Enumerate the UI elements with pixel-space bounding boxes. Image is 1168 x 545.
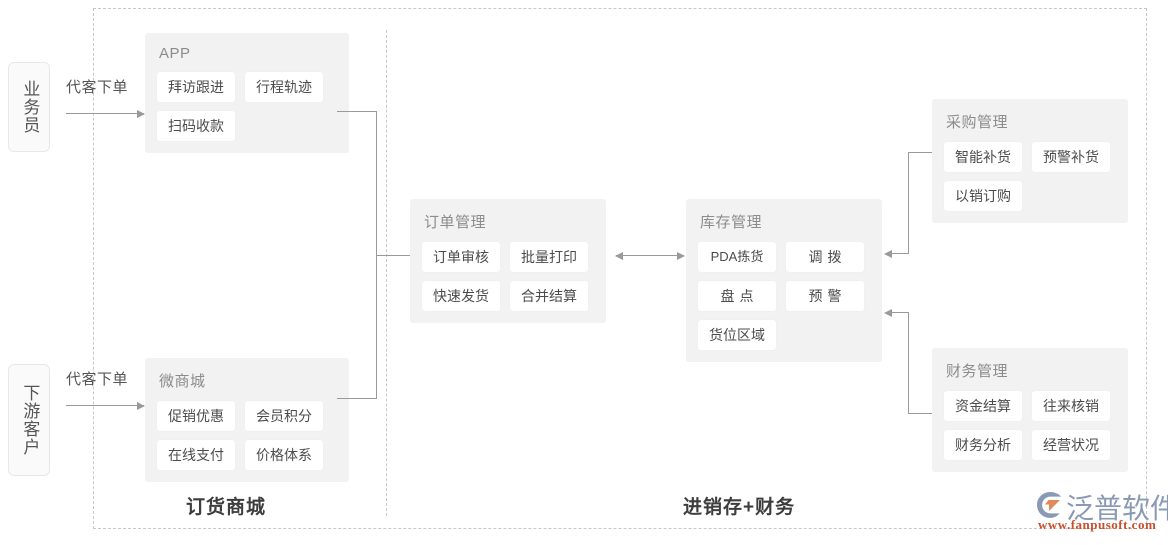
chip-smart-replenish[interactable]: 智能补货 [944, 142, 1022, 172]
panel-app: APP 拜访跟进 行程轨迹 扫码收款 [145, 33, 349, 153]
panel-purchase-chips: 智能补货 预警补货 以销订购 [944, 142, 1116, 211]
connector-finance-seg-top [888, 312, 909, 313]
panel-app-chips: 拜访跟进 行程轨迹 扫码收款 [157, 72, 337, 141]
chip-alert[interactable]: 预警 [786, 281, 864, 311]
fanpu-logo-mark-icon [1037, 492, 1061, 518]
chip-financial-analysis[interactable]: 财务分析 [944, 430, 1022, 460]
flow-label-salesman-order: 代客下单 [66, 79, 129, 96]
connector-purchase-seg-bottom [888, 253, 909, 254]
panel-inventory-chips: PDA拣货 调拨 盘点 预警 货位区域 [698, 242, 870, 350]
fanpu-logo: 泛普软件 www.fanpusoft.com [1036, 489, 1168, 539]
panel-mall: 微商城 促销优惠 会员积分 在线支付 价格体系 [145, 358, 349, 482]
connector-seg-vertical [376, 111, 377, 398]
chip-member-points[interactable]: 会员积分 [245, 401, 323, 431]
chip-visit-followup[interactable]: 拜访跟进 [157, 72, 235, 102]
outer-dashed-frame [93, 8, 1147, 529]
chip-order-review[interactable]: 订单审核 [422, 242, 500, 272]
chip-business-status[interactable]: 经营状况 [1032, 430, 1110, 460]
caption-erp-finance: 进销存+财务 [683, 497, 796, 518]
chip-transfer[interactable]: 调拨 [786, 242, 864, 272]
chip-receivable-writeoff[interactable]: 往来核销 [1032, 391, 1110, 421]
chip-promotion[interactable]: 促销优惠 [157, 401, 235, 431]
connector-purchase-seg-vertical [908, 152, 909, 253]
chip-merge-settlement[interactable]: 合并结算 [510, 281, 588, 311]
connector-finance-seg-bottom [908, 413, 938, 414]
caption-ordering-mall: 订货商城 [186, 497, 267, 518]
chip-scan-payment[interactable]: 扫码收款 [157, 111, 235, 141]
chip-batch-print[interactable]: 批量打印 [510, 242, 588, 272]
chip-online-payment[interactable]: 在线支付 [157, 440, 235, 470]
panel-finance-management: 财务管理 资金结算 往来核销 财务分析 经营状况 [932, 348, 1128, 472]
chip-alert-replenish[interactable]: 预警补货 [1032, 142, 1110, 172]
panel-order-title: 订单管理 [424, 214, 487, 231]
actor-salesman: 业务员 [8, 62, 50, 152]
panel-inventory-management: 库存管理 PDA拣货 调拨 盘点 预警 货位区域 [686, 199, 882, 362]
chip-fund-settlement[interactable]: 资金结算 [944, 391, 1022, 421]
chip-location-zone[interactable]: 货位区域 [698, 320, 776, 350]
connector-purchase-seg-top [908, 152, 938, 153]
arrow-customer-to-mall [66, 401, 145, 410]
panel-inventory-title: 库存管理 [700, 214, 763, 231]
panel-mall-title: 微商城 [159, 373, 206, 390]
chip-stocktaking[interactable]: 盘点 [698, 281, 776, 311]
chip-sales-driven-order[interactable]: 以销订购 [944, 181, 1022, 211]
actor-salesman-label: 业务员 [20, 80, 40, 134]
fanpu-logo-brand: 泛普软件 [1066, 492, 1168, 525]
panel-purchase-title: 采购管理 [946, 114, 1009, 131]
connector-seg-from-app [337, 111, 377, 112]
arrowhead-to-inventory-upper [884, 249, 892, 258]
connector-finance-seg-vertical [908, 312, 909, 413]
actor-customer-label: 下游客户 [20, 384, 40, 456]
arrowhead-to-inventory-lower [884, 308, 892, 317]
chip-pda-picking[interactable]: PDA拣货 [698, 242, 776, 272]
connector-seg-from-mall [337, 398, 377, 399]
panel-mall-chips: 促销优惠 会员积分 在线支付 价格体系 [157, 401, 337, 470]
panel-purchase-management: 采购管理 智能补货 预警补货 以销订购 [932, 99, 1128, 223]
panel-finance-title: 财务管理 [946, 363, 1009, 380]
chip-route-track[interactable]: 行程轨迹 [245, 72, 323, 102]
connector-seg-to-order [376, 255, 414, 256]
arrow-salesman-to-app [66, 109, 145, 118]
panel-app-title: APP [159, 45, 191, 62]
flow-label-customer-order: 代客下单 [66, 371, 129, 388]
panel-order-chips: 订单审核 批量打印 快速发货 合并结算 [422, 242, 594, 311]
chip-fast-shipping[interactable]: 快速发货 [422, 281, 500, 311]
actor-customer: 下游客户 [8, 364, 50, 476]
arrow-order-inventory-bidirectional [615, 251, 685, 260]
section-dashed-divider [386, 30, 387, 516]
panel-order-management: 订单管理 订单审核 批量打印 快速发货 合并结算 [410, 199, 606, 323]
chip-price-system[interactable]: 价格体系 [245, 440, 323, 470]
fanpu-logo-url: www.fanpusoft.com [1038, 517, 1157, 532]
panel-finance-chips: 资金结算 往来核销 财务分析 经营状况 [944, 391, 1116, 460]
